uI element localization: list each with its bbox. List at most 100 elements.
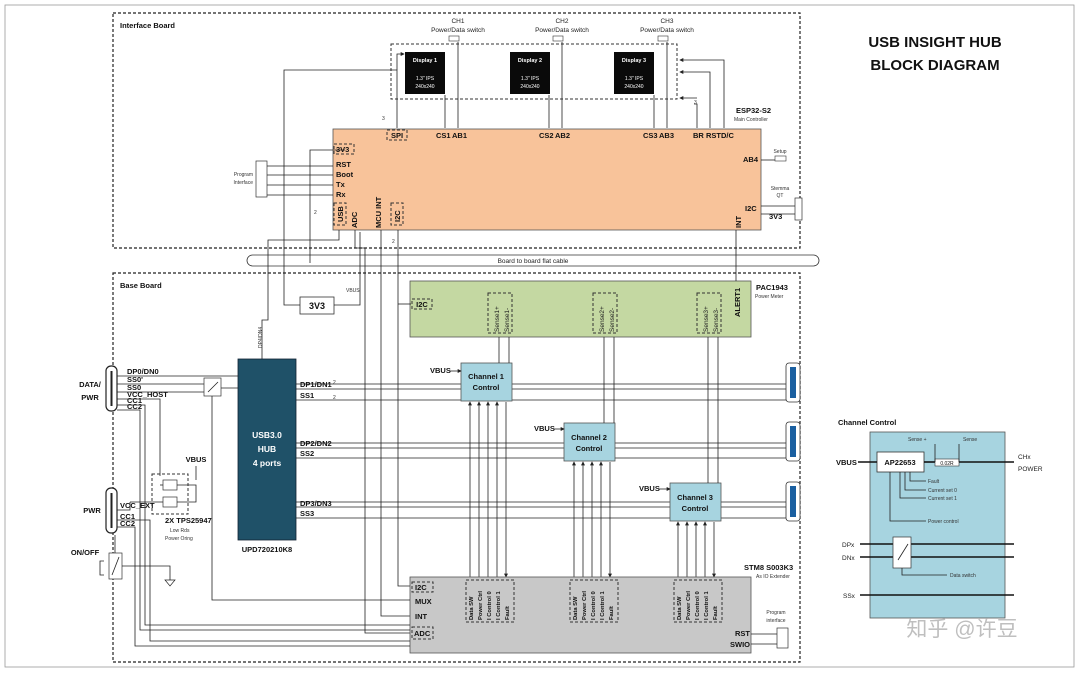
- title-line2: BLOCK DIAGRAM: [870, 57, 999, 74]
- esp-pin-int: INT: [734, 216, 743, 229]
- stm-pin-swio: SWIO: [730, 640, 750, 649]
- stm-group-1-pin-2: Power Ctrl: [478, 591, 484, 620]
- data-switch-box: [892, 536, 912, 569]
- 3v3-box: [333, 143, 355, 155]
- data-pwr-l2: PWR: [81, 393, 99, 402]
- outer-frame: [4, 4, 1075, 668]
- stm-pin-rst: RST: [735, 629, 750, 638]
- channel-control-3: Channel 3 Control VBUS: [639, 482, 722, 522]
- base-board-label: Base Board: [120, 281, 162, 290]
- sense3-plus: Sense3+: [703, 306, 710, 332]
- usb-port-3-tongue: [790, 486, 796, 517]
- setup-label: Setup: [773, 149, 786, 155]
- tps-2: [162, 496, 178, 508]
- display-2: [510, 52, 550, 94]
- stm-pin-int: INT: [415, 612, 428, 621]
- ab1-pin: AB1: [452, 131, 467, 140]
- pwr-sig-vccext: VCC_EXT: [120, 501, 155, 510]
- stm-group-1-pin-4: I Control 1: [496, 591, 502, 620]
- svg-text:1.3" IPS: 1.3" IPS: [521, 76, 540, 82]
- svg-text:Power/Data switch: Power/Data switch: [535, 27, 589, 34]
- pac-name: PAC1943: [756, 283, 788, 292]
- hub-port2-ss: SS2: [300, 449, 314, 458]
- esp-pin-rx: Rx: [336, 190, 346, 199]
- switch-icon: [657, 35, 669, 42]
- cc-cs1: Current set 1: [928, 496, 957, 502]
- cc-title: Channel Control: [838, 418, 896, 427]
- esp-pin-i2c-bottom: I2C: [393, 210, 402, 222]
- esp32-block: [332, 128, 762, 231]
- pac-alert: ALERT1: [733, 288, 742, 317]
- bus-label-2-port: 2: [333, 380, 336, 386]
- stemma-l1: Stemma: [771, 186, 790, 192]
- esp-pin-mcu-int: MCU INT: [374, 196, 383, 228]
- switch-icon: [448, 35, 460, 42]
- hub-l2: HUB: [258, 444, 276, 454]
- display-1: [405, 52, 445, 94]
- watermark: 知乎 @许豆: [906, 618, 1017, 641]
- dp-sig-ss0p: SS0': [127, 375, 143, 384]
- bus-label-4-port: 2: [333, 395, 336, 401]
- stemma-l2: QT: [777, 193, 784, 199]
- hub-port3-dp: DP3/DN3: [300, 499, 332, 508]
- sense1-plus: Sense1+: [494, 306, 501, 332]
- br-pin: BR: [693, 131, 704, 140]
- cs1-pin: CS1: [436, 131, 451, 140]
- svg-text:240x240: 240x240: [520, 84, 539, 90]
- cc-sense-plus: Sense +: [908, 437, 927, 443]
- svg-text:Power/Data switch: Power/Data switch: [431, 27, 485, 34]
- dp-sig-dp0: DP0/DN0: [127, 367, 159, 376]
- hub-part: UPD720210K8: [242, 545, 292, 554]
- stm8-sub: As IO Extender: [756, 574, 790, 580]
- title-line1: USB INSIGHT HUB: [868, 34, 1002, 51]
- svg-text:Display 1: Display 1: [413, 58, 437, 64]
- svg-text:VBUS: VBUS: [639, 484, 660, 493]
- stm8-name: STM8 S003K3: [744, 563, 793, 572]
- esp32-name: ESP32-S2: [736, 106, 771, 115]
- esp-pin-3v3-right: 3V3: [769, 212, 782, 221]
- rst-pin: RST: [706, 131, 721, 140]
- cc-out2: POWER: [1018, 466, 1043, 473]
- flat-cable: [246, 254, 820, 267]
- dp-sig-cc1: CC1: [127, 396, 142, 405]
- cc-cs0: Current set 0: [928, 488, 957, 494]
- pac-sub: Power Meter: [755, 294, 784, 300]
- svg-text:Channel 2: Channel 2: [571, 433, 607, 442]
- esp-pin-usb: USB: [336, 206, 345, 222]
- esp-pin-3v3: 3V3: [336, 145, 349, 154]
- stm-group-2-pin-2: Power Ctrl: [582, 591, 588, 620]
- hub-l1: USB3.0: [252, 430, 282, 440]
- sense1-box: [487, 292, 513, 334]
- interface-board-frame: [112, 12, 801, 249]
- cs2-pin: CS2: [539, 131, 554, 140]
- channel-top-1: CH1 Power/Data switch Display 1 1.3" IPS…: [405, 18, 485, 94]
- sense3-minus: Sense3-: [713, 308, 720, 332]
- stm-group-2-pin-3: I Control 0: [591, 591, 597, 620]
- svg-text:1.3" IPS: 1.3" IPS: [416, 76, 435, 82]
- stm-group-1-pin-1: Data SW: [469, 596, 475, 620]
- spi-pin: SPI: [391, 131, 403, 140]
- dc-pin: D/C: [721, 131, 735, 140]
- stm-pin-i2c: I2C: [415, 583, 427, 592]
- esp32-sub: Main Controller: [734, 117, 768, 123]
- hub-port1-ss: SS1: [300, 391, 314, 400]
- ctrl-wires: [468, 401, 716, 578]
- stm-group-3-pin-3: I Control 0: [695, 591, 701, 620]
- stm-group-2-pin-5: Fault: [609, 606, 615, 620]
- stm-i2c-box: [411, 581, 434, 593]
- program-interface-l2: Interface: [234, 180, 254, 186]
- program-interface-l1: Program: [234, 172, 253, 178]
- interface-board-label: Interface Board: [120, 21, 175, 30]
- stm-group-3-pin-4: I Control 1: [704, 591, 710, 620]
- usb-box: [333, 202, 347, 226]
- dp-sig-cc2: CC2: [127, 402, 142, 411]
- ab2-pin: AB2: [555, 131, 570, 140]
- tps-1: [162, 479, 178, 491]
- esp-pin-boot: Boot: [336, 170, 354, 179]
- hub-port1-dp: DP1/DN1: [300, 380, 332, 389]
- vbus-top-label: VBUS: [346, 288, 360, 294]
- cc-out1: CHx: [1018, 454, 1031, 461]
- bus-label-2-i2c: 2: [392, 239, 395, 245]
- stm-prog-l1: Program: [766, 610, 785, 616]
